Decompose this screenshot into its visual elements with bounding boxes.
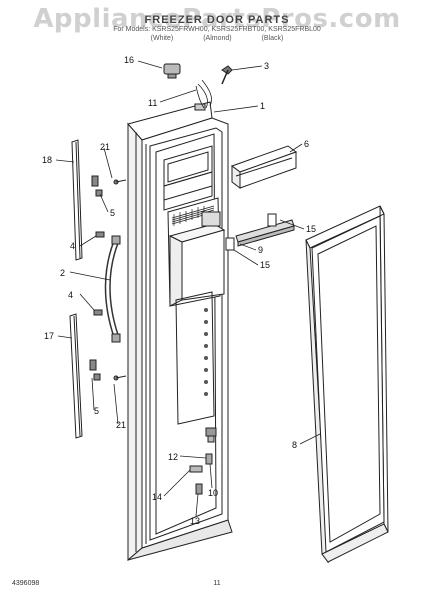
callout-18: 18 [42, 155, 52, 165]
callout-9: 9 [258, 245, 263, 255]
callout-15-upper: 15 [306, 224, 316, 234]
shelf-rail-part [225, 213, 295, 251]
callout-13: 13 [190, 516, 200, 526]
color-variants: (White) (Almond) (Black) [0, 35, 434, 42]
variant-white: (White) [150, 35, 174, 42]
door-shelf-part [230, 145, 298, 189]
callout-16: 16 [124, 55, 134, 65]
door-handle-part [104, 235, 121, 343]
handle-clips [89, 175, 127, 381]
screw-part [221, 65, 233, 85]
trim-strip-lower [69, 313, 83, 439]
model-list: For Models: KSRS25FRWH00, KSRS25FRBT00, … [113, 26, 321, 33]
diagram-header: AppliancePartsPros.com FREEZER DOOR PART… [0, 0, 434, 60]
callout-12: 12 [168, 452, 178, 462]
callout-1: 1 [260, 101, 265, 111]
callout-5-upper: 5 [110, 208, 115, 218]
variant-black: (Black) [261, 35, 284, 42]
variant-almond: (Almond) [203, 35, 232, 42]
watermark: AppliancePartsPros.com [33, 4, 401, 34]
callout-21-lower: 21 [116, 420, 126, 430]
callout-6: 6 [304, 139, 309, 149]
callout-11: 11 [148, 98, 157, 108]
page-title: FREEZER DOOR PARTS [144, 14, 290, 26]
door-assembly [127, 101, 233, 562]
callout-14: 14 [152, 492, 162, 502]
callout-2: 2 [60, 268, 65, 278]
callout-4-lower: 4 [68, 290, 73, 300]
callout-10: 10 [208, 488, 218, 498]
callout-labels: 16 3 11 1 6 18 21 5 15 9 4 15 2 4 17 5 2… [42, 55, 316, 526]
callout-5-lower: 5 [94, 406, 99, 416]
leader-lines [55, 60, 321, 517]
callout-3: 3 [264, 61, 269, 71]
callout-4-upper: 4 [70, 241, 75, 251]
trim-strip-upper [71, 139, 83, 261]
wire-connector-part [163, 63, 212, 109]
callout-8: 8 [292, 440, 297, 450]
bottom-hinge-parts [189, 427, 217, 495]
door-gasket-part [305, 205, 389, 564]
page-number: 11 [213, 580, 221, 587]
callout-21-upper: 21 [100, 142, 110, 152]
callout-17: 17 [44, 331, 54, 341]
callout-15-lower: 15 [260, 260, 270, 270]
document-number: 4396098 [12, 580, 40, 587]
